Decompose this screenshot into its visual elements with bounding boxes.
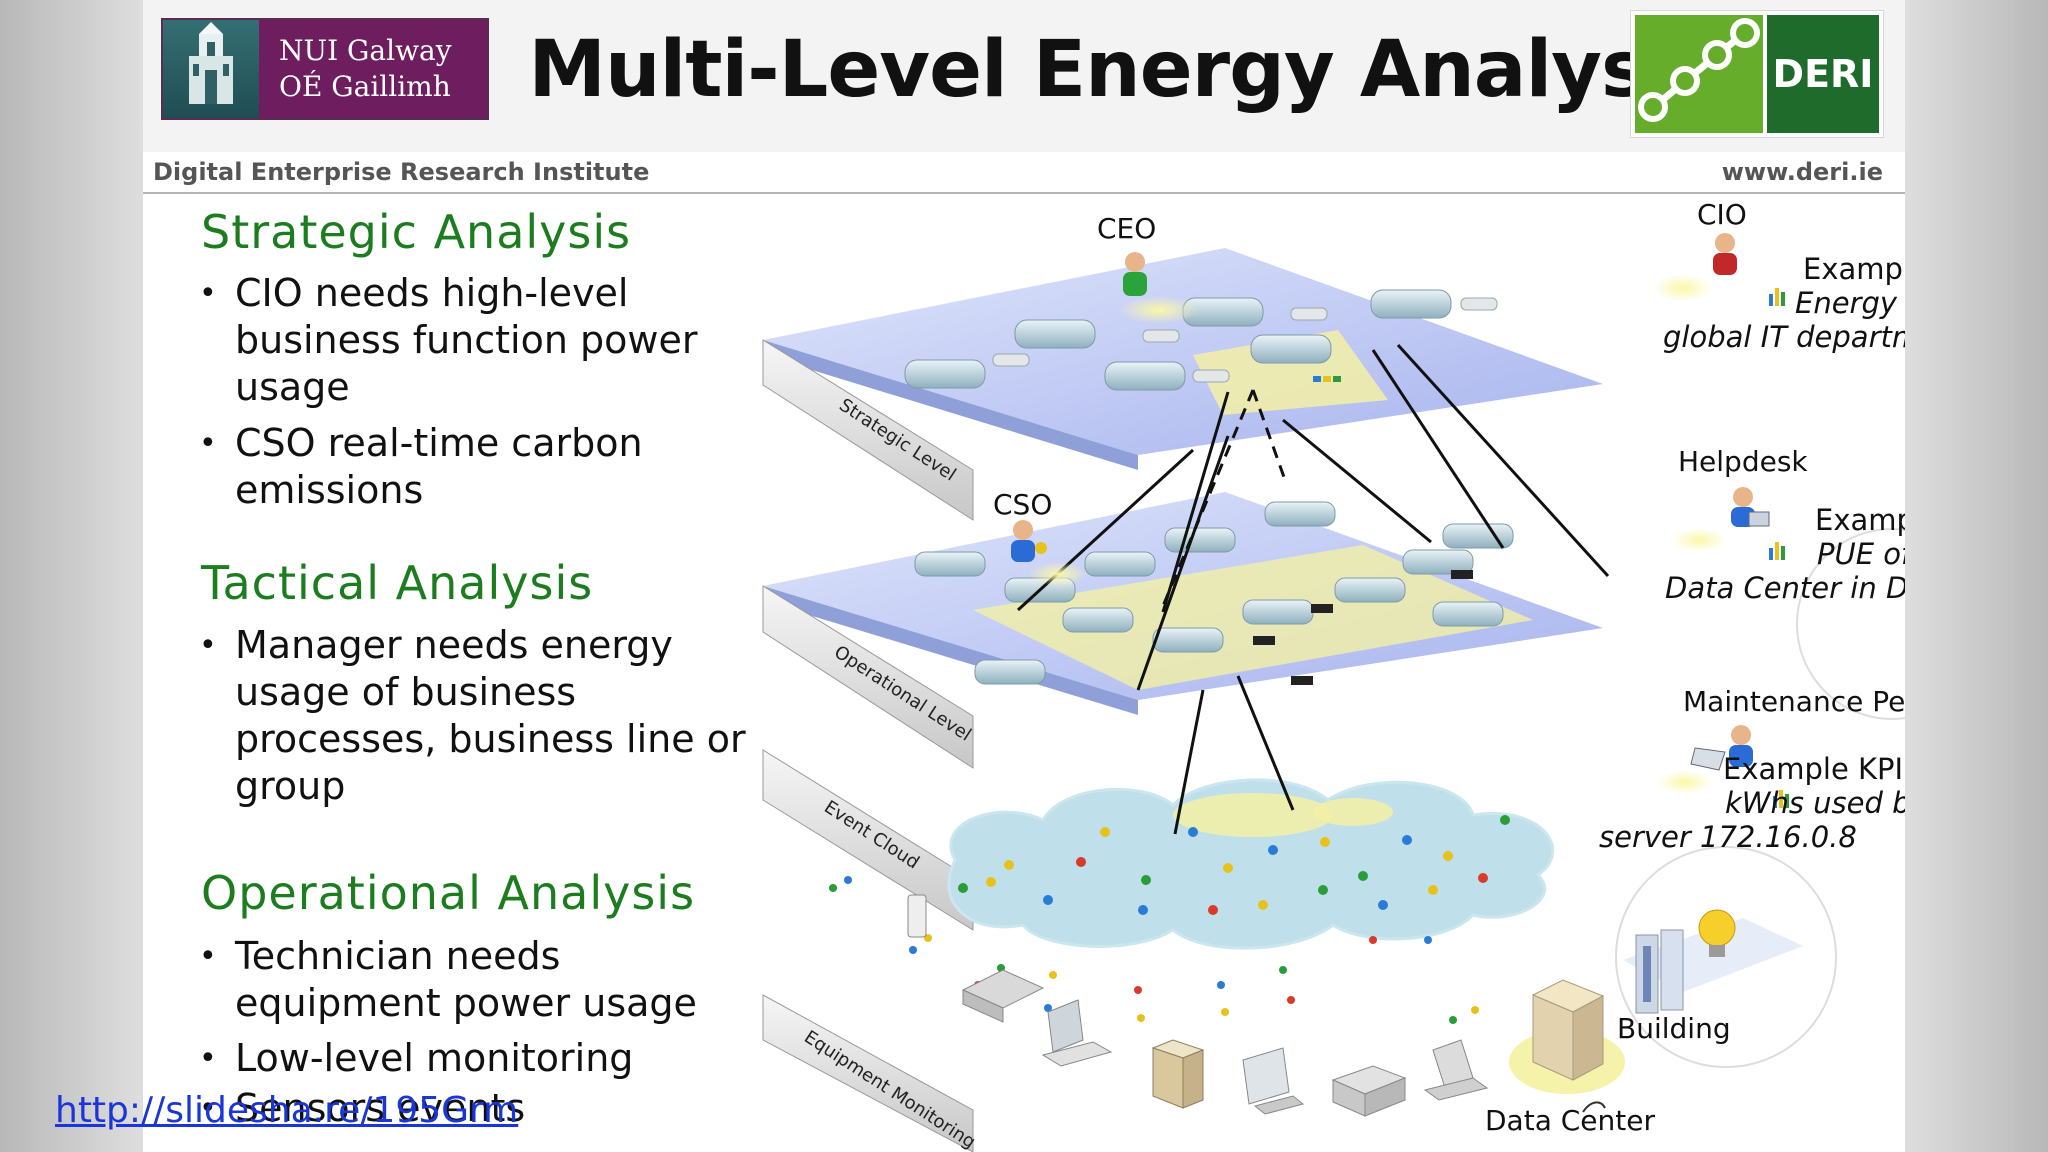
building-label: Building	[1617, 1012, 1731, 1045]
lightbulb-icon	[1698, 909, 1736, 957]
bullet-line: Manager needs energy	[235, 623, 673, 667]
bullet-line: Technician needs	[235, 934, 561, 978]
data-center-server-icon	[1509, 979, 1625, 1094]
printer-icon	[1331, 1065, 1407, 1117]
kpi-line: kWhs used by	[1725, 786, 1905, 820]
equipment-monitoring-label: Equipment Monitoring	[800, 1027, 979, 1152]
strategic-process-nodes	[904, 289, 1498, 391]
logo-text-line1: NUI Galway	[279, 34, 452, 67]
kpi-strategic: Example KPI: Energy used by global IT de…	[1663, 252, 1905, 354]
bullet-line: emissions	[235, 468, 424, 512]
kpi-line: Energy used by	[1795, 286, 1905, 320]
building-zoom-circle	[1615, 846, 1837, 1068]
university-crest-icon	[163, 20, 259, 118]
bullet-technician-needs: Technician needs equipment power usage	[199, 933, 955, 1027]
institute-name: Digital Enterprise Research Institute	[153, 158, 650, 186]
institute-bar: Digital Enterprise Research Institute ww…	[143, 152, 1905, 194]
kpi-label: Example KPI:	[1803, 252, 1905, 286]
slide-title: Multi-Level Energy Analysis	[528, 25, 1718, 115]
scanner-icon	[961, 969, 1045, 1023]
bullet-sensor-events: Sensors events	[199, 1085, 955, 1132]
slide-header: NUI Galway OÉ Gaillimh Multi-Level Energ…	[143, 0, 1905, 152]
deri-network-icon	[1635, 15, 1763, 133]
bullet-line: processes, business line or	[235, 717, 746, 761]
data-center-pointer	[1582, 1101, 1606, 1113]
equipment-monitoring-panel	[762, 994, 974, 1152]
bullet-line: usage	[235, 365, 350, 409]
deri-logo-text: DERI	[1767, 15, 1879, 133]
sensor-device-icon	[907, 894, 927, 938]
ceo-label: CEO	[1097, 212, 1157, 245]
heading-strategic-analysis: Strategic Analysis	[201, 205, 632, 259]
tower-pc-icon	[1151, 1039, 1205, 1109]
helpdesk-label: Helpdesk	[1678, 445, 1808, 478]
event-cloud	[762, 749, 1555, 950]
ceo-person-icon	[1119, 252, 1199, 324]
kpi-label: Example KPI:	[1815, 503, 1905, 537]
bullet-cso-carbon: CSO real-time carbon emissions	[199, 420, 955, 514]
bullet-line: group	[235, 764, 346, 808]
data-center-label: Data Center	[1485, 1104, 1655, 1137]
heading-tactical-analysis: Tactical Analysis	[201, 556, 594, 610]
helpdesk-person-icon	[1671, 487, 1770, 552]
heading-operational-analysis: Operational Analysis	[201, 866, 696, 920]
strategic-level-plane	[762, 248, 1603, 521]
bullet-line: Low-level monitoring	[235, 1036, 634, 1080]
website-url: www.deri.ie	[1721, 158, 1883, 186]
bullet-line: CSO real-time carbon	[235, 421, 643, 465]
monitor-icon	[1242, 1047, 1305, 1115]
cio-person-icon	[1653, 233, 1737, 302]
operational-process-nodes	[914, 501, 1514, 685]
kpi-line: global IT department	[1663, 320, 1905, 354]
laptop-icon	[1041, 999, 1113, 1067]
bullet-low-level-monitoring: Low-level monitoring	[199, 1035, 955, 1082]
maintenance-personnel-label: Maintenance Personnel	[1683, 685, 1905, 718]
cso-person-icon	[1011, 520, 1088, 586]
kpi-chart-icon	[1769, 288, 1785, 306]
bullet-cio-needs: CIO needs high-level business function p…	[199, 270, 955, 411]
slideshare-link[interactable]: http://slidesha.re/195Grm	[55, 1090, 519, 1131]
kpi-chart-icon	[1769, 542, 1785, 560]
nui-galway-logo: NUI Galway OÉ Gaillimh	[161, 18, 489, 120]
slide: NUI Galway OÉ Gaillimh Multi-Level Energ…	[143, 0, 1905, 1152]
energy-analysis-diagram: Strategic Level Operational Level Event …	[762, 233, 1905, 1152]
logo-text-line2: OÉ Gaillimh	[279, 70, 451, 103]
bullet-line: CIO needs high-level	[235, 271, 629, 315]
bullet-line: business function power	[235, 318, 698, 362]
bullet-line: equipment power usage	[235, 981, 697, 1025]
bullet-line: Sensors events	[235, 1086, 526, 1130]
kpi-zoom-circle	[1796, 528, 1905, 720]
kpi-operational: Example KPI: PUE of the Data Center in D…	[1665, 503, 1905, 605]
cio-label: CIO	[1697, 198, 1747, 231]
kpi-line: server 172.16.0.8	[1599, 820, 1857, 854]
kpi-line: Data Center in Dublin	[1665, 571, 1905, 605]
maintenance-person-icon	[1657, 725, 1753, 794]
kpi-label: Example KPI:	[1723, 752, 1905, 786]
kpi-chart-icon	[1773, 790, 1789, 808]
desktop-pc-icon	[1423, 1039, 1489, 1101]
drill-down-connectors	[1016, 343, 1610, 835]
kpi-line: PUE of the	[1817, 537, 1905, 571]
kpi-equipment: Example KPI: kWhs used by server 172.16.…	[1593, 752, 1905, 854]
deri-logo: DERI	[1630, 10, 1884, 138]
bullet-manager-needs: Manager needs energy usage of business p…	[199, 622, 955, 810]
cso-label: CSO	[993, 488, 1053, 521]
bullet-line: usage of business	[235, 670, 577, 714]
